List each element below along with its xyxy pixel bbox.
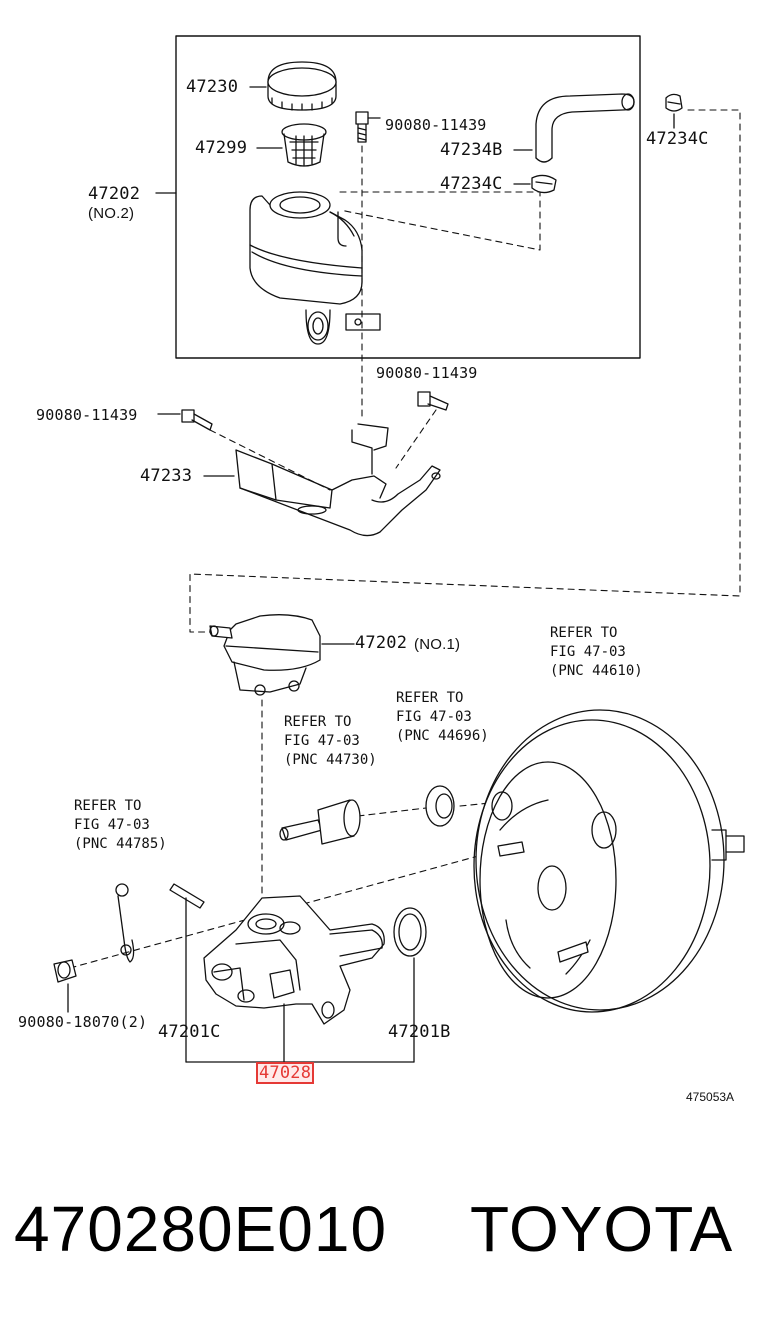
push-rod <box>115 883 135 963</box>
footer-brand: TOYOTA <box>470 1193 734 1265</box>
note-ref-44610: REFER TO FIG 47-03 (PNC 44610) <box>550 625 643 679</box>
grommet <box>425 785 455 827</box>
label-90080-11439-b: 90080-11439 <box>376 364 478 382</box>
label-47201b: 47201B <box>388 1022 451 1042</box>
reservoir-pin <box>169 883 205 909</box>
label-90080-11439-a: 90080-11439 <box>385 116 487 134</box>
label-47299: 47299 <box>195 138 248 158</box>
reservoir-group-box <box>175 35 641 359</box>
reservoir-cap <box>267 61 337 111</box>
label-90080-11439-c: 90080-11439 <box>36 406 138 424</box>
label-47202: 47202 <box>88 184 141 204</box>
figure-code: 475053A <box>686 1090 735 1104</box>
reservoir-bracket <box>235 423 441 537</box>
label-47028-highlighted[interactable]: 47028 <box>255 1062 315 1084</box>
bolt-c <box>181 409 213 431</box>
hose-clip-b <box>665 93 683 112</box>
bolt-b <box>417 391 449 411</box>
reservoir-hose <box>535 93 635 163</box>
reservoir-tank <box>249 191 381 345</box>
nut <box>53 959 77 983</box>
grommet-connector <box>279 799 361 845</box>
master-cylinder <box>203 895 385 1025</box>
bolt-a <box>355 111 369 143</box>
label-90080-18070: 90080-18070(2) <box>18 1013 148 1031</box>
reservoir-strainer <box>281 123 327 167</box>
footer-part-number: 470280E010 <box>14 1193 388 1265</box>
note-ref-44696: REFER TO FIG 47-03 (PNC 44696) <box>396 690 489 744</box>
o-ring <box>393 907 427 957</box>
note-ref-44730: REFER TO FIG 47-03 (PNC 44730) <box>284 714 377 768</box>
brake-booster <box>473 709 745 1013</box>
label-47234c-a: 47234C <box>440 174 503 194</box>
label-47202-no1: (NO.1) <box>414 636 461 653</box>
note-ref-44785: REFER TO FIG 47-03 (PNC 44785) <box>74 798 167 852</box>
label-47202-no2: (NO.2) <box>88 205 135 222</box>
label-47202-lower: 47202 <box>355 633 408 653</box>
reservoir-tank-lower <box>209 614 321 696</box>
label-47234c-b: 47234C <box>646 129 709 149</box>
label-47233: 47233 <box>140 466 193 486</box>
label-47201c: 47201C <box>158 1022 221 1042</box>
hose-clip-a <box>531 174 557 194</box>
label-47234b: 47234B <box>440 140 503 160</box>
label-47230: 47230 <box>186 77 239 97</box>
